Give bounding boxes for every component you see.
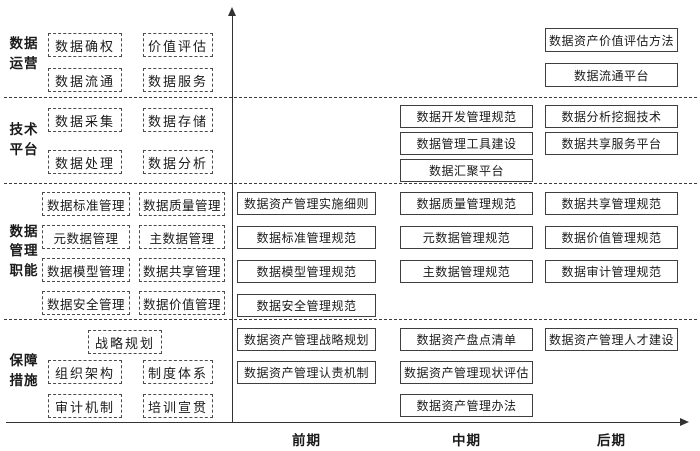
deliverable-box: 数据模型管理规范 [237,260,376,283]
band-label: 技术平台 [9,122,39,157]
capability-box: 数据采集 [48,108,122,132]
capability-box: 数据服务 [143,68,213,92]
late-phase-column: 数据资产价值评估方法 数据流通平台 [545,10,678,87]
deliverable-box: 数据开发管理规范 [400,105,533,128]
capability-box: 数据安全管理 [42,291,130,315]
right-arrow-icon [680,418,689,426]
capability-box: 数据存储 [143,108,213,132]
band-separator [4,319,697,320]
band-data-operation: 数据运营 数据确权 价值评估 数据流通 数据服务 数据资产价值评估方法 数据流通… [0,10,700,97]
capability-box: 数据质量管理 [139,192,225,216]
capability-box: 数据标准管理 [42,192,130,216]
capability-box: 战略规划 [88,330,162,354]
capability-grid: 数据确权 价值评估 数据流通 数据服务 [48,33,213,92]
deliverable-box: 数据审计管理规范 [545,260,678,283]
x-tick-early-phase: 前期 [292,433,321,448]
capability-box: 主数据管理 [139,225,225,249]
deliverable-box: 数据价值管理规范 [545,226,678,249]
deliverable-box: 数据分析挖掘技术 [545,105,678,128]
deliverable-box: 主数据管理规范 [400,260,533,283]
capability-grid: 组织架构 制度体系 审计机制 培训宣贯 [48,360,213,418]
deliverable-box: 数据资产管理人才建设 [545,328,678,351]
capability-grid: 数据采集 数据存储 数据处理 数据分析 [48,108,213,174]
deliverable-box: 数据资产管理实施细则 [237,192,376,215]
deliverable-box: 数据资产管理战略规划 [237,328,376,351]
early-phase-column: 数据资产管理战略规划 数据资产管理认责机制 [237,319,376,384]
band-label: 数据运营 [9,35,39,71]
mid-phase-column: 数据质量管理规范 元数据管理规范 主数据管理规范 [400,183,533,283]
mid-phase-column: 数据开发管理规范 数据管理工具建设 数据汇聚平台 [400,97,533,182]
x-axis-line [6,422,682,423]
deliverable-box: 数据共享管理规范 [545,192,678,215]
mid-phase-column: 数据资产盘点清单 数据资产管理现状评估 数据资产管理办法 [400,319,533,417]
deliverable-box: 数据共享服务平台 [545,132,678,155]
early-phase-column: 数据资产管理实施细则 数据标准管理规范 数据模型管理规范 数据安全管理规范 [237,183,376,317]
capability-box: 数据共享管理 [139,258,225,282]
deliverable-box: 数据管理工具建设 [400,132,533,155]
deliverable-box: 数据资产价值评估方法 [545,28,678,52]
late-phase-column: 数据分析挖掘技术 数据共享服务平台 [545,97,678,155]
deliverable-box: 数据安全管理规范 [237,294,376,317]
capability-box: 数据模型管理 [42,258,130,282]
band-safeguard-measures: 保障措施 战略规划 组织架构 制度体系 审计机制 培训宣贯 数据资产管理战略规划… [0,319,700,423]
band-label: 数据管理职能 [9,223,39,278]
deliverable-box: 数据资产管理认责机制 [237,361,376,384]
deliverable-box: 数据流通平台 [545,63,678,87]
capability-box: 价值评估 [143,33,213,57]
deliverable-box: 数据资产盘点清单 [400,328,533,351]
band-label: 保障措施 [9,353,39,388]
x-tick-late-phase: 后期 [597,433,626,448]
capability-box: 审计机制 [48,394,122,418]
late-phase-column: 数据共享管理规范 数据价值管理规范 数据审计管理规范 [545,183,678,283]
capability-box: 数据分析 [143,150,213,174]
band-separator [4,97,697,98]
capability-box: 数据确权 [48,33,122,57]
capability-box: 制度体系 [143,360,213,384]
capability-box: 数据价值管理 [139,291,225,315]
deliverable-box: 数据标准管理规范 [237,226,376,249]
deliverable-box: 数据质量管理规范 [400,192,533,215]
capability-box: 数据流通 [48,68,122,92]
capability-grid: 数据标准管理 数据质量管理 元数据管理 主数据管理 数据模型管理 数据共享管理 … [42,192,225,315]
deliverable-box: 数据资产管理办法 [400,394,533,417]
deliverable-box: 元数据管理规范 [400,226,533,249]
deliverable-box: 数据汇聚平台 [400,159,533,182]
band-tech-platform: 技术平台 数据采集 数据存储 数据处理 数据分析 数据开发管理规范 数据管理工具… [0,97,700,183]
deliverable-box: 数据资产管理现状评估 [400,361,533,384]
late-phase-column: 数据资产管理人才建设 [545,319,678,351]
capability-box: 数据处理 [48,150,122,174]
capability-box: 组织架构 [48,360,122,384]
up-arrow-icon [228,7,236,16]
band-data-management-functions: 数据管理职能 数据标准管理 数据质量管理 元数据管理 主数据管理 数据模型管理 … [0,183,700,319]
capability-box: 元数据管理 [42,225,130,249]
x-tick-mid-phase: 中期 [452,433,481,448]
y-axis-line [232,14,233,422]
capability-box: 培训宣贯 [143,394,213,418]
band-separator [4,183,697,184]
